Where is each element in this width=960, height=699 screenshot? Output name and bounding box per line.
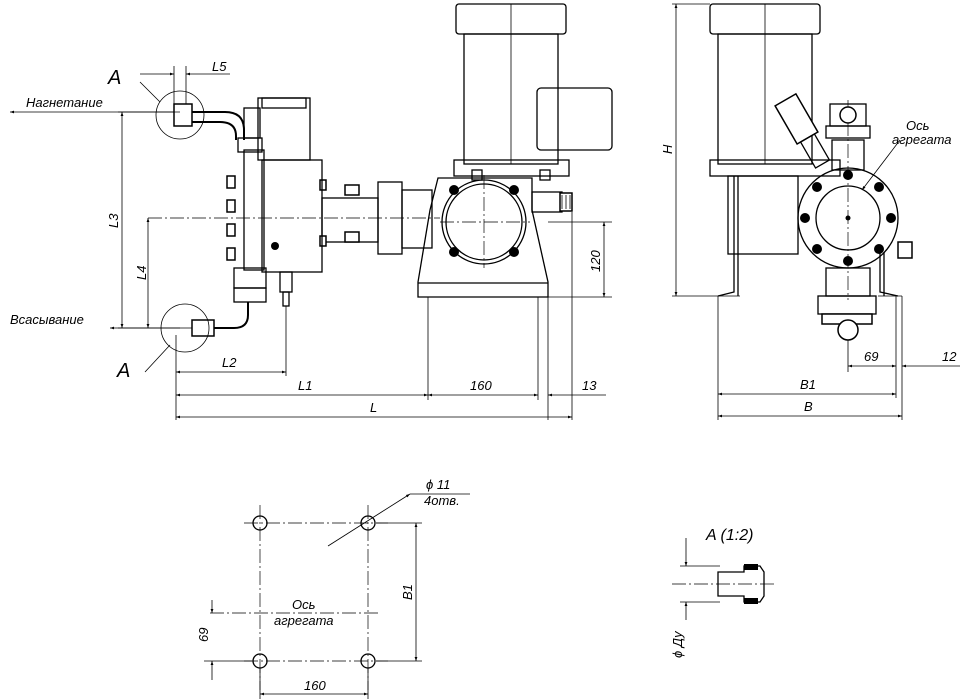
dim-h: H [660,144,675,154]
detail-a-title: A (1:2) [705,527,753,544]
hole-diameter-label: ϕ 11 [426,477,450,492]
mount-hole [360,515,376,531]
axis-side-label-2: агрегата [892,132,952,147]
front-motor [453,3,613,181]
dim-b1-side: B1 [800,377,816,392]
mount-hole [252,515,268,531]
callout-circle-a-top [155,90,205,140]
detail-diameter-label: ϕ Ду [670,630,685,658]
front-discharge-pipe [173,103,245,140]
dim-12: 12 [942,349,957,364]
dim-69-side: 69 [864,349,878,364]
dim-160-plan: 160 [304,678,326,693]
dim-l1: L1 [298,378,312,393]
plan-view [204,493,470,699]
axis-plan-label-2: агрегата [274,613,334,628]
dim-l2: L2 [222,355,237,370]
front-flange [319,179,433,255]
front-view [10,3,613,420]
dim-120: 120 [588,250,603,272]
dim-b: B [804,399,813,414]
view-a-bottom-label: A [116,360,130,382]
discharge-label: Нагнетание [26,95,103,110]
dim-b1-plan: B1 [400,584,415,600]
dim-l: L [370,400,377,415]
hole-count-label: 4отв. [424,493,460,508]
detail-a-view [672,538,776,620]
suction-label: Всасывание [10,312,84,327]
dim-160-front: 160 [470,378,492,393]
dim-69-plan: 69 [196,628,211,642]
dim-l4: L4 [134,266,149,280]
side-view [672,3,960,420]
axis-plan-label-1: Ось [292,597,316,612]
dim-l3: L3 [106,213,121,228]
axis-side-label-1: Ось [906,118,930,133]
dim-13: 13 [582,378,597,393]
view-a-top-label: A [107,67,121,89]
dim-l5: L5 [212,59,227,74]
front-gearbox [417,175,573,298]
front-pump-head [191,97,323,337]
